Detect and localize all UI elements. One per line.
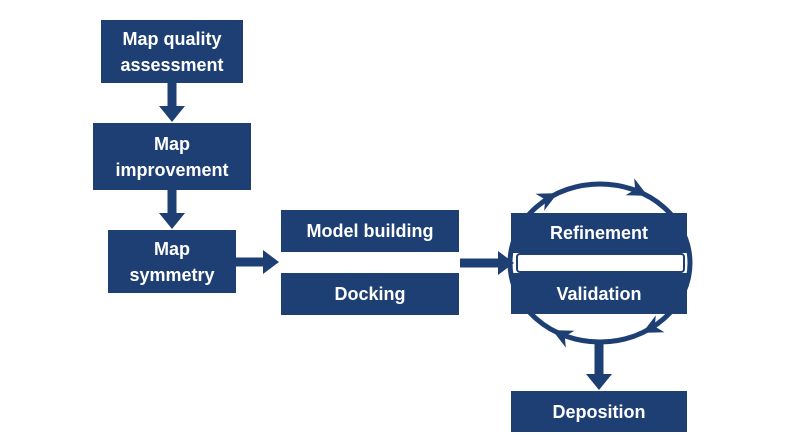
node-refinement: Refinement — [511, 213, 687, 253]
arrow-model-building-docking-to-refinement-validation — [460, 251, 514, 275]
node-label-line1: Map — [154, 238, 190, 259]
cycle-arrowhead-bottom-left-icon — [552, 330, 575, 348]
node-map-improvement: Map improvement — [93, 123, 251, 190]
cycle-arrowhead-top-right-icon — [625, 178, 648, 196]
node-label: Validation — [556, 283, 642, 304]
refinement-validation-connector-slot — [516, 253, 685, 273]
arrow-refinement-validation-to-deposition — [586, 343, 612, 390]
node-label-line1: Map quality — [122, 28, 222, 49]
node-label-line2: improvement — [115, 159, 229, 180]
node-label: Refinement — [549, 223, 648, 243]
arrow-map-quality-to-map-improvement — [159, 83, 185, 122]
node-model-building: Model building — [281, 210, 459, 252]
node-map-quality-assessment: Map quality assessment — [101, 20, 243, 83]
node-docking: Docking — [281, 273, 459, 315]
arrow-map-improvement-to-map-symmetry — [159, 190, 185, 229]
cycle-arrowhead-top-left-icon — [535, 193, 558, 211]
node-label: Deposition — [552, 401, 646, 422]
node-label: Model building — [306, 221, 434, 241]
node-label-line2: symmetry — [129, 264, 215, 285]
node-label: Docking — [334, 284, 406, 304]
node-validation: Validation — [511, 273, 687, 314]
node-label-line2: assessment — [120, 54, 224, 75]
node-deposition: Deposition — [511, 391, 687, 432]
node-map-symmetry: Map symmetry — [108, 230, 236, 293]
node-label-line1: Map — [154, 133, 190, 154]
cycle-arrowhead-bottom-right-icon — [642, 315, 665, 333]
arrow-map-symmetry-to-model-building-docking — [236, 250, 279, 274]
